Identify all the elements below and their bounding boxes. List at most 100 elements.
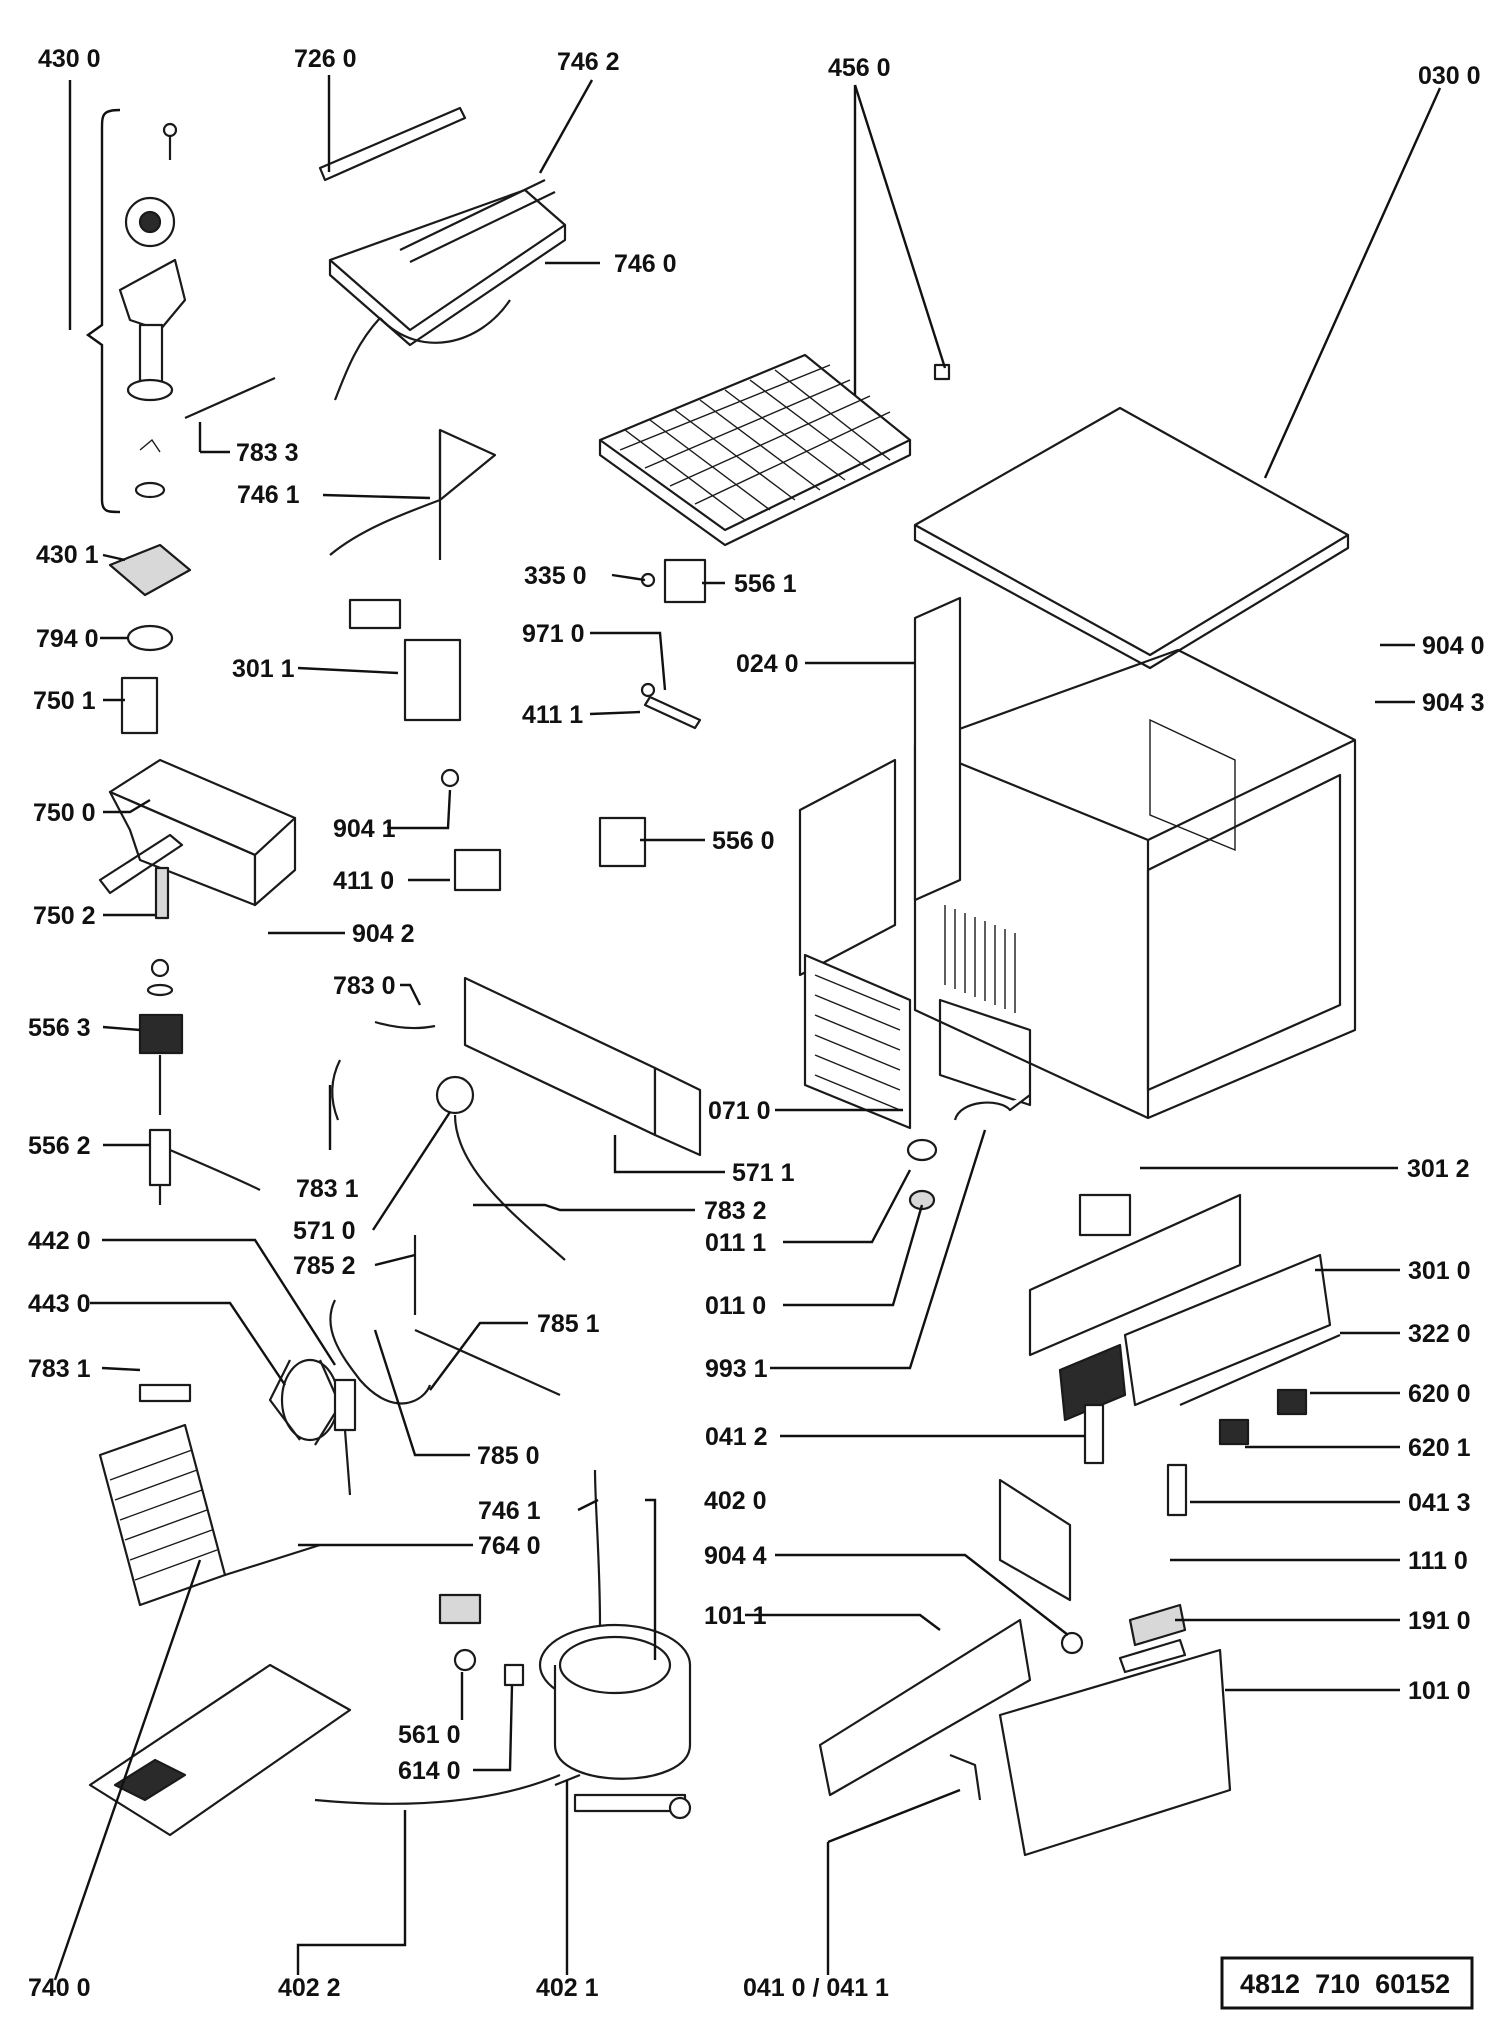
label-726-0: 726 0 <box>294 45 357 73</box>
label-041-2: 041 2 <box>705 1423 768 1451</box>
label-904-1: 904 1 <box>333 815 396 843</box>
label-904-2: 904 2 <box>352 920 415 948</box>
label-041-3: 041 3 <box>1408 1489 1471 1517</box>
document-number: 4812 710 60152 <box>1240 1969 1450 1999</box>
label-301-1: 301 1 <box>232 655 295 683</box>
label-750-2: 750 2 <box>33 902 96 930</box>
label-111-0: 111 0 <box>1408 1547 1468 1575</box>
overflow-drawing <box>120 676 159 735</box>
label-411-1: 411 1 <box>522 701 583 729</box>
label-191-0: 191 0 <box>1408 1607 1471 1635</box>
label-620-1: 620 1 <box>1408 1434 1471 1462</box>
label-430-0: 430 0 <box>38 45 101 73</box>
label-402-2: 402 2 <box>278 1974 341 2002</box>
capillary-drawing <box>138 1383 192 1403</box>
label-785-2: 785 2 <box>293 1252 356 1280</box>
label-571-1: 571 1 <box>732 1159 795 1187</box>
label-783-3: 783 3 <box>236 439 299 467</box>
label-971-0: 971 0 <box>522 620 585 648</box>
label-322-0: 322 0 <box>1408 1320 1471 1348</box>
clip-drawing <box>933 363 951 381</box>
door-drawing <box>998 1648 1232 1857</box>
label-620-0: 620 0 <box>1408 1380 1471 1408</box>
tube-bracket-drawing <box>329 428 497 560</box>
label-740-0: 740 0 <box>28 1974 91 2002</box>
label-402-1: 402 1 <box>536 1974 599 2002</box>
thermostat-drawing <box>643 695 702 730</box>
label-402-0: 402 0 <box>704 1487 767 1515</box>
condenser-drawing <box>98 1423 321 1607</box>
label-101-1: 101 1 <box>704 1602 767 1630</box>
label-783-1-left: 783 1 <box>28 1355 91 1383</box>
switch-411-drawing <box>453 848 502 892</box>
label-746-1-upper: 746 1 <box>237 481 300 509</box>
label-750-0: 750 0 <box>33 799 96 827</box>
label-746-1-lower: 746 1 <box>478 1497 541 1525</box>
label-030-0: 030 0 <box>1418 62 1481 90</box>
label-442-0: 442 0 <box>28 1227 91 1255</box>
water-valve-drawing <box>138 958 261 1205</box>
label-301-2: 301 2 <box>1407 1155 1470 1183</box>
clamp-drawing <box>438 1593 482 1625</box>
pump-base-drawing <box>108 543 192 597</box>
label-904-0: 904 0 <box>1422 632 1485 660</box>
hoses-drawing <box>329 1020 566 1405</box>
label-556-0: 556 0 <box>712 827 775 855</box>
label-556-2: 556 2 <box>28 1132 91 1160</box>
scoop-drawing <box>953 1094 1031 1121</box>
switch-620-0-drawing <box>1276 1388 1308 1416</box>
label-101-0: 101 0 <box>1408 1677 1471 1705</box>
label-783-1-mid: 783 1 <box>296 1175 359 1203</box>
part-labels: 430 0 726 0 746 2 456 0 030 0 746 0 783 … <box>28 45 1485 2002</box>
door-liner-drawing <box>998 1478 1072 1602</box>
label-614-0: 614 0 <box>398 1757 461 1785</box>
label-024-0: 024 0 <box>736 650 799 678</box>
cabinet-grille-lines <box>944 905 1016 1013</box>
label-335-0: 335 0 <box>524 562 587 590</box>
switch-620-1-drawing <box>1218 1418 1250 1446</box>
evaporator-tray-drawing <box>318 106 567 401</box>
document-number-box: 4812 710 60152 <box>1220 1956 1474 2010</box>
bearing-drawing <box>126 624 174 652</box>
pump-assembly-drawing <box>118 122 276 499</box>
hinge-041-3-drawing <box>1166 1463 1188 1517</box>
front-grille-drawing <box>803 953 912 1130</box>
label-571-0: 571 0 <box>293 1217 356 1245</box>
label-301-0: 301 0 <box>1408 1257 1471 1285</box>
ice-grid-drawing <box>598 353 912 547</box>
label-456-0: 456 0 <box>828 54 891 82</box>
label-785-1: 785 1 <box>537 1310 600 1338</box>
label-794-0: 794 0 <box>36 625 99 653</box>
label-904-4: 904 4 <box>704 1542 767 1570</box>
label-993-1: 993 1 <box>705 1355 768 1383</box>
knob-drawing <box>1060 1631 1084 1655</box>
label-041-0-041-1: 041 0 / 041 1 <box>743 1974 889 2002</box>
top-cover-drawing <box>913 406 1350 657</box>
label-750-1: 750 1 <box>33 687 96 715</box>
label-011-1: 011 1 <box>705 1229 766 1257</box>
water-tank-drawing <box>98 758 297 920</box>
fan-drawing <box>268 1358 357 1496</box>
label-746-2: 746 2 <box>557 48 620 76</box>
label-443-0: 443 0 <box>28 1290 91 1318</box>
latch-drawing <box>949 1753 982 1801</box>
door-gasket-drawing <box>818 1618 1032 1797</box>
label-430-1: 430 1 <box>36 541 99 569</box>
cabinet-body-drawing <box>798 596 1357 1120</box>
label-071-0: 071 0 <box>708 1097 771 1125</box>
leader-lines <box>53 75 1442 1981</box>
label-556-1: 556 1 <box>734 570 797 598</box>
relay-drawing <box>663 558 707 604</box>
foot-drawing <box>906 1138 938 1162</box>
base-plate-drawing <box>88 1663 352 1837</box>
compressor-drawing <box>538 1469 692 1820</box>
terminal-drawing <box>453 1648 477 1672</box>
label-785-0: 785 0 <box>477 1442 540 1470</box>
label-411-0: 411 0 <box>333 867 394 895</box>
control-plate-drawing <box>463 976 657 1137</box>
label-783-0: 783 0 <box>333 972 396 1000</box>
label-904-3: 904 3 <box>1422 689 1485 717</box>
control-panel-drawing <box>1028 1193 1341 1422</box>
filter-line-drawing <box>314 1773 561 1805</box>
